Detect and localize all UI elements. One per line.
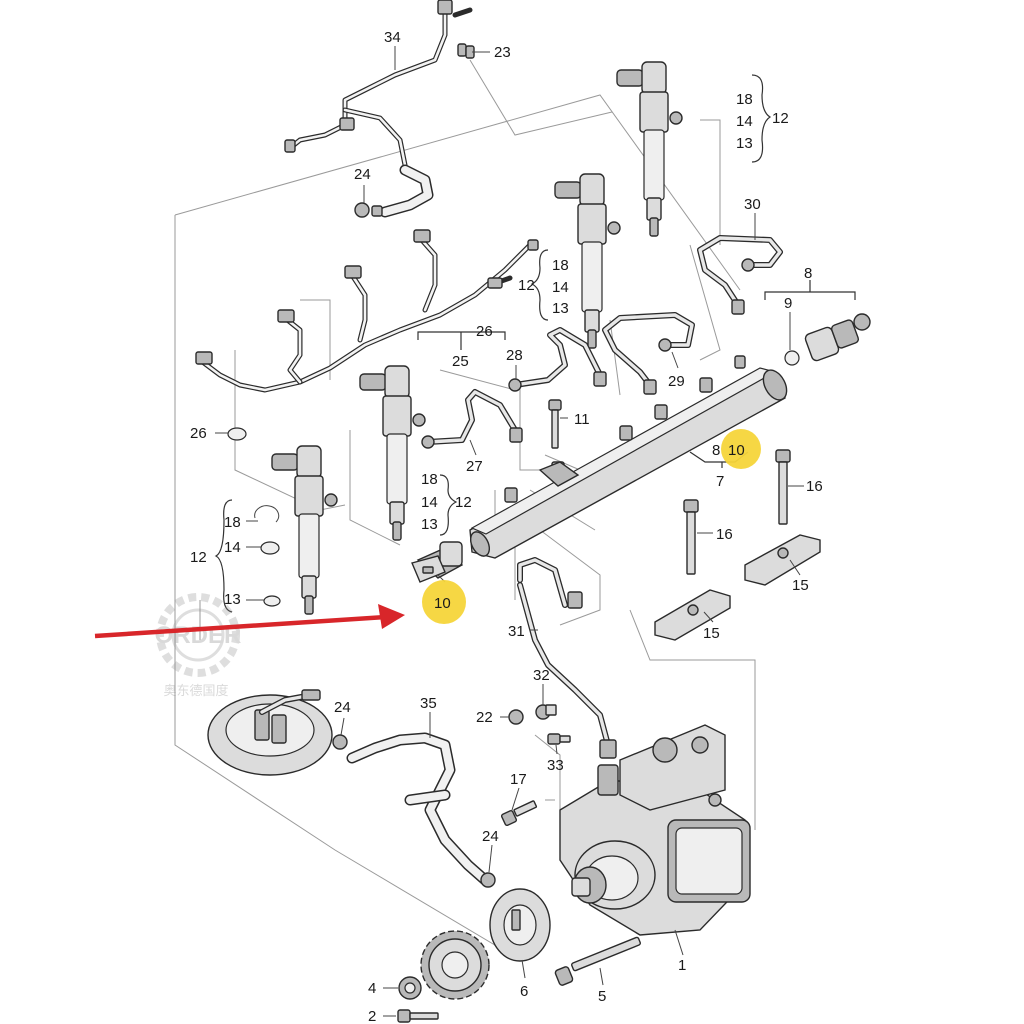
callout-13: 13 xyxy=(224,591,241,608)
injector-2 xyxy=(359,365,426,541)
bolt-2 xyxy=(397,1009,439,1023)
callout-18: 18 xyxy=(224,514,241,531)
braces xyxy=(214,74,856,613)
highlight-circle-10-rail xyxy=(721,429,761,469)
callout-31: 31 xyxy=(508,623,525,640)
callout-1: 1 xyxy=(678,957,686,974)
bolt-33 xyxy=(547,733,571,745)
bolt-22 xyxy=(508,709,524,725)
callout-17: 17 xyxy=(510,771,527,788)
clip-23 xyxy=(457,43,475,59)
callout-labels: 34 23 18 14 13 12 24 30 18 14 13 12 8 9 … xyxy=(190,29,823,1024)
callout-22: 22 xyxy=(476,709,493,726)
callout-13: 13 xyxy=(421,516,438,533)
sprocket xyxy=(420,930,490,1000)
bolt-16-lower xyxy=(683,499,699,575)
callout-8: 8 xyxy=(804,265,812,282)
callout-28: 28 xyxy=(506,347,523,364)
callout-25: 25 xyxy=(452,353,469,370)
bolt-16-upper xyxy=(775,449,791,525)
red-arrow xyxy=(94,604,405,639)
callout-18: 18 xyxy=(421,471,438,488)
callout-14: 14 xyxy=(224,539,241,556)
pressure-sensor xyxy=(784,313,871,366)
callout-12: 12 xyxy=(772,110,789,127)
injector-3 xyxy=(554,173,621,349)
callout-12: 12 xyxy=(455,494,472,511)
clamp-24-lower xyxy=(480,872,496,888)
callout-18: 18 xyxy=(736,91,753,108)
pressure-control-valve xyxy=(411,541,464,583)
callout-32: 32 xyxy=(533,667,550,684)
callout-2: 2 xyxy=(368,1008,376,1024)
callout-30: 30 xyxy=(744,196,761,213)
arrow-head-icon xyxy=(378,604,405,629)
callout-23: 23 xyxy=(494,44,511,61)
wiring-harness-upper xyxy=(284,0,473,168)
hose-35 xyxy=(346,732,491,886)
callout-7: 7 xyxy=(716,473,724,490)
injector-pipes xyxy=(421,235,783,449)
callout-9: 9 xyxy=(784,295,792,312)
callout-11: 11 xyxy=(574,411,590,428)
callout-12: 12 xyxy=(190,549,207,566)
bolt-17 xyxy=(500,800,538,827)
callout-24: 24 xyxy=(354,166,371,183)
filter-flange xyxy=(207,689,333,776)
callout-5: 5 xyxy=(598,988,606,1005)
nut-4 xyxy=(398,976,422,1000)
bolt-5 xyxy=(554,936,641,986)
callout-24: 24 xyxy=(334,699,351,716)
injector-1 xyxy=(271,445,338,615)
callout-35: 35 xyxy=(420,695,437,712)
callout-16: 16 xyxy=(806,478,823,495)
callout-14: 14 xyxy=(421,494,438,511)
clamp-24-left xyxy=(332,734,348,750)
callout-18: 18 xyxy=(552,257,569,274)
high-pressure-pump xyxy=(559,724,751,936)
callout-24: 24 xyxy=(482,828,499,845)
callout-15: 15 xyxy=(792,577,809,594)
callout-26: 26 xyxy=(190,425,207,442)
clamp-15-right xyxy=(744,534,821,586)
callout-33: 33 xyxy=(547,757,564,774)
leader-lines xyxy=(215,46,804,1017)
callout-12: 12 xyxy=(518,277,535,294)
callout-29: 29 xyxy=(668,373,685,390)
callout-13: 13 xyxy=(552,300,569,317)
bolt-32 xyxy=(535,704,557,720)
callout-6: 6 xyxy=(520,983,528,1000)
callout-27: 27 xyxy=(466,458,483,475)
callout-34: 34 xyxy=(384,29,401,46)
callout-8: 8 xyxy=(712,442,720,459)
callout-13: 13 xyxy=(736,135,753,152)
high-pressure-pipe xyxy=(517,557,617,759)
injector-harness xyxy=(195,229,539,393)
callout-10-valve: 10 xyxy=(434,595,451,612)
hub-6 xyxy=(489,888,551,962)
clamp-15-left xyxy=(654,589,731,641)
callout-16: 16 xyxy=(716,526,733,543)
callout-15: 15 xyxy=(703,625,720,642)
fuel-rail xyxy=(469,355,788,559)
callout-26: 26 xyxy=(476,323,493,340)
watermark: ORDER 奥东德国度 xyxy=(155,593,241,699)
callout-14: 14 xyxy=(552,279,569,296)
watermark-subtext: 奥东德国度 xyxy=(163,683,228,699)
bolt-11 xyxy=(548,399,562,449)
callout-4: 4 xyxy=(368,980,376,997)
injector-4 xyxy=(616,61,683,237)
callout-10-rail: 10 xyxy=(728,442,745,459)
callout-14: 14 xyxy=(736,113,753,130)
clamp-24-upper xyxy=(354,202,383,218)
hose-upper xyxy=(379,164,434,218)
highlight-circle-10-valve xyxy=(422,580,466,624)
seals xyxy=(227,427,281,607)
highlight-markers xyxy=(422,429,761,624)
